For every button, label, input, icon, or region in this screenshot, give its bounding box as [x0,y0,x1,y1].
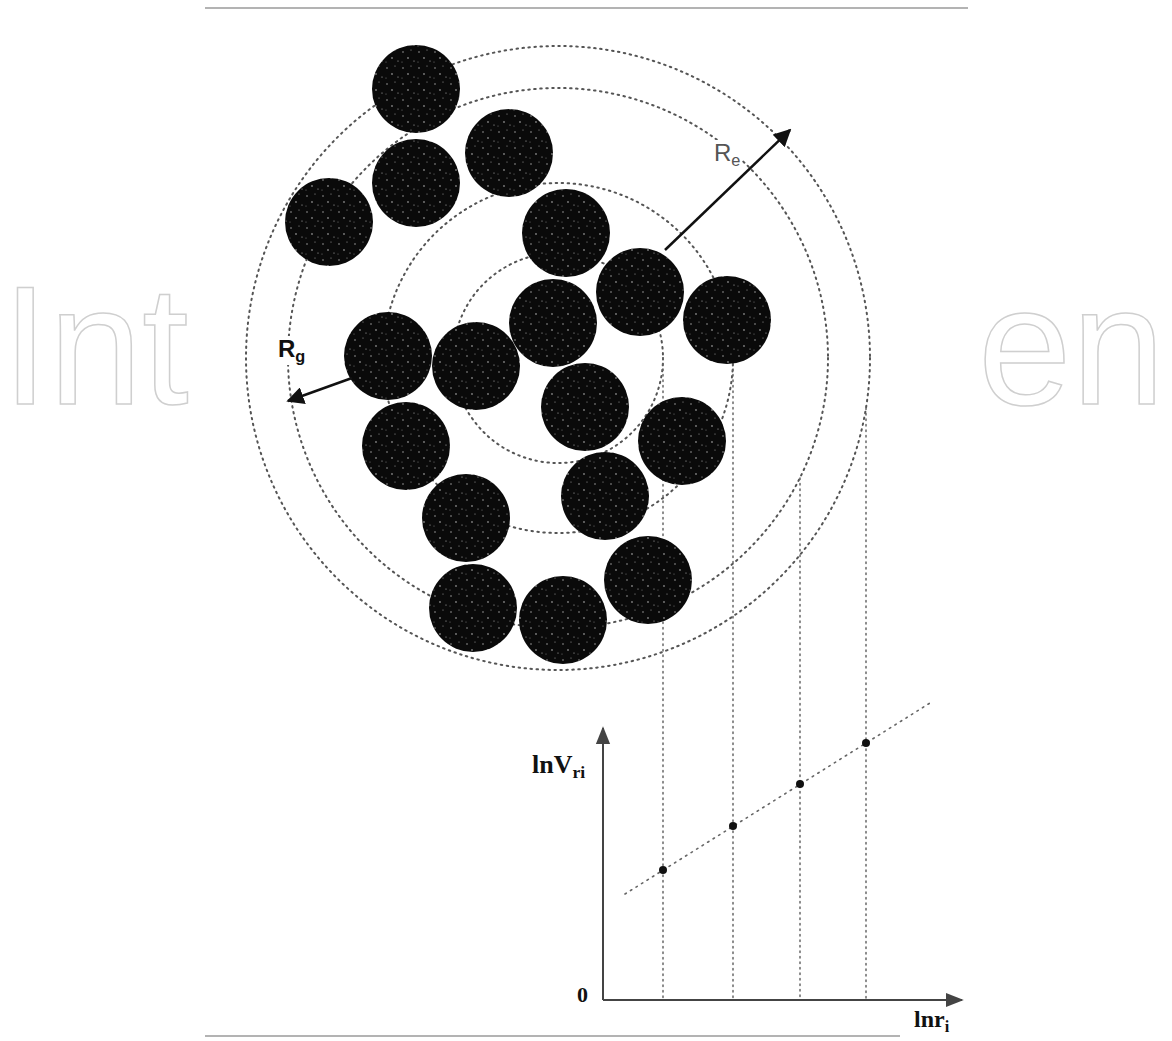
particle [465,109,553,197]
data-point [862,739,870,747]
particles [285,45,771,664]
particle [372,139,460,227]
particle [372,45,460,133]
data-point [796,780,804,788]
particle [429,564,517,652]
particle [638,397,726,485]
particle [561,452,649,540]
bottom-rule [205,1035,900,1037]
particle [519,576,607,664]
fit-line [625,703,930,894]
projection-line [732,358,734,1000]
data-point [729,822,737,830]
log-plot [603,703,962,1000]
projection-line [865,408,867,1000]
particle [541,363,629,451]
particle [362,402,450,490]
data-point [659,866,667,874]
top-rule [205,7,968,9]
radius-arrow [288,378,352,401]
particle [432,322,520,410]
radius-arrow [665,130,790,250]
origin-label: 0 [577,984,588,1006]
watermark: Int [2,262,189,430]
watermark: en [978,262,1165,430]
particle [596,248,684,336]
radius-label: Re [712,140,742,169]
y-axis [602,728,604,1000]
x-axis [603,999,962,1001]
projection-line [799,478,801,1000]
particle [285,178,373,266]
dotted-circle [246,46,870,670]
particle [422,474,510,562]
radius-label: Rg [276,336,307,365]
gyration-circles [246,46,870,670]
particle [344,312,432,400]
particle [683,276,771,364]
axis-label: lnVri [532,752,585,782]
particle [509,279,597,367]
axis-label: lnri [914,1007,949,1035]
particle [522,189,610,277]
dotted-circle [288,88,828,628]
particle [604,536,692,624]
